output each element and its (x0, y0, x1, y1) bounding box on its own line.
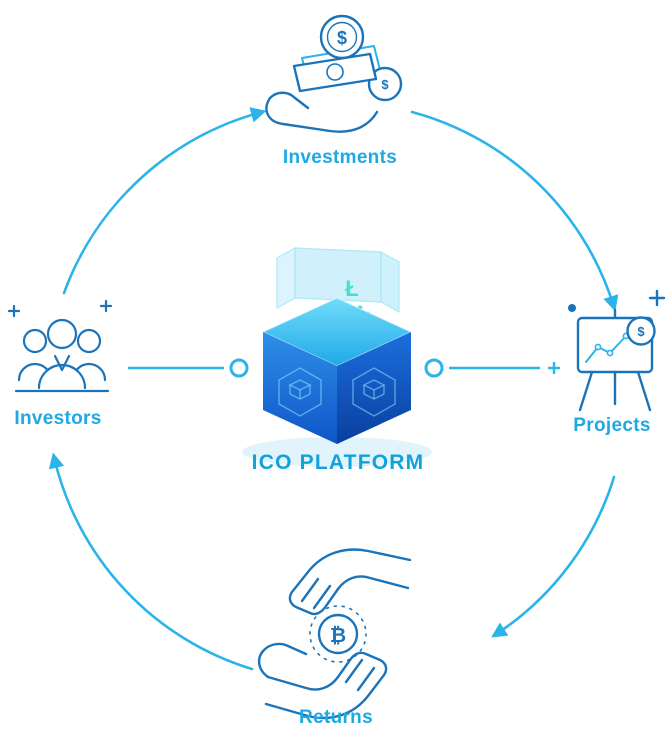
investments-label: Investments (282, 147, 398, 168)
bitcoin-sign: ₿ (330, 625, 346, 647)
dot-accent (568, 304, 576, 312)
person-body (37, 363, 87, 390)
bitcoin-exchange-hands-icon: ₿ (257, 548, 412, 720)
finger-line (312, 584, 332, 610)
person-tie (53, 354, 71, 372)
coin-inner-ring (326, 21, 358, 53)
dollar-sign: $ (637, 324, 645, 339)
cube-open-lid (276, 246, 400, 314)
dollar-coin (626, 316, 656, 346)
arc-projects-to-returns (491, 475, 616, 638)
finger-line (344, 658, 364, 684)
center-title: ICO PLATFORM (251, 451, 425, 474)
chart-point (594, 343, 602, 351)
giving-hand (288, 548, 412, 616)
investors-label: Investors (14, 408, 102, 429)
hexagon-decoration (278, 367, 322, 417)
hand-with-money-icon: $ $ (265, 14, 403, 133)
finger-line (356, 666, 376, 692)
dollar-sign: $ (337, 28, 347, 48)
chart-line (585, 335, 627, 363)
project-board-icon: $ (568, 289, 666, 412)
arc-investments-to-projects (410, 110, 619, 312)
plus-spark-icon (648, 289, 666, 307)
plus-spark-icon (7, 299, 113, 318)
blockchain-cube-icon: Ł ₿ (242, 246, 432, 467)
person-head (76, 328, 102, 354)
dollar-sign: $ (381, 77, 389, 92)
cube-glow (242, 437, 432, 467)
arc-returns-to-investors (48, 452, 254, 671)
arc-investors-to-investments (62, 107, 267, 295)
litecoin-symbol: Ł (345, 276, 358, 301)
coin-motion-dashes (309, 605, 367, 663)
easel-leg (636, 370, 652, 412)
hand-thumb (268, 91, 310, 110)
cube-right-face (337, 332, 411, 444)
connector-right (424, 358, 560, 378)
easel-leg (578, 370, 594, 412)
cube-left-face (263, 332, 337, 444)
hexagon-decoration (352, 367, 396, 417)
receiving-hand (264, 651, 388, 720)
projects-label: Projects (573, 415, 651, 436)
coin-side (367, 66, 403, 102)
finger-line (300, 577, 320, 603)
cycle-arrows (48, 107, 619, 671)
hand-thumb (257, 642, 308, 679)
connector-left (128, 358, 249, 378)
connector-right-ring (424, 358, 444, 378)
investors-group-icon (7, 299, 113, 393)
returns-label: Returns (299, 707, 373, 728)
chart-point (606, 349, 614, 357)
bitcoin-coin (317, 613, 359, 655)
connector-left-ring (229, 358, 249, 378)
plus-icon (548, 362, 560, 374)
person-head (46, 318, 78, 350)
holding-hand (265, 96, 379, 133)
banknote-emblem (326, 63, 344, 81)
person-head (22, 328, 48, 354)
